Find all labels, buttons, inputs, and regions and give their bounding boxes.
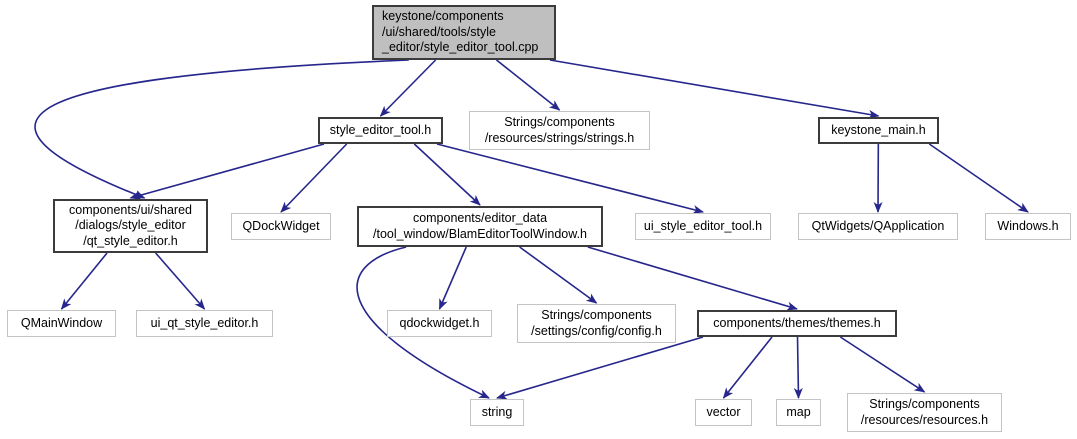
edge-themes_h-to-map bbox=[793, 336, 803, 399]
edge-blameditortoolwindow_h-to-config_h bbox=[519, 246, 598, 304]
edge-style_editor_tool_h-to-qdockwidget_cap bbox=[280, 143, 348, 213]
edge-themes_h-to-vector bbox=[722, 336, 773, 399]
graph-node-config_h[interactable]: Strings/components/settings/config/confi… bbox=[517, 304, 676, 343]
graph-node-qdockwidget_cap[interactable]: QDockWidget bbox=[231, 213, 331, 240]
node-label-line: /settings/config/config.h bbox=[531, 323, 662, 338]
node-label-line: keystone_main.h bbox=[831, 122, 926, 137]
graph-node-strings_h[interactable]: Strings/components/resources/strings/str… bbox=[469, 111, 650, 150]
graph-node-map[interactable]: map bbox=[776, 399, 821, 426]
node-label-line: components/themes/themes.h bbox=[713, 315, 881, 330]
graph-node-themes_h[interactable]: components/themes/themes.h bbox=[697, 310, 897, 337]
graph-node-qtwidgets_qapplication[interactable]: QtWidgets/QApplication bbox=[798, 213, 958, 240]
node-label-line: keystone/components bbox=[382, 9, 504, 24]
graph-node-qdockwidget_h[interactable]: qdockwidget.h bbox=[387, 310, 492, 337]
node-label-line: /qt_style_editor.h bbox=[83, 233, 178, 248]
graph-node-keystone_main_h[interactable]: keystone_main.h bbox=[818, 117, 939, 144]
node-label-line: components/ui/shared bbox=[69, 202, 192, 217]
node-label-line: /resources/resources.h bbox=[860, 412, 989, 427]
node-label-line: components/editor_data bbox=[412, 211, 548, 225]
node-label-line: Strings/components bbox=[541, 308, 652, 322]
node-label-line: Strings/components bbox=[504, 115, 615, 129]
graph-node-blameditortoolwindow_h[interactable]: components/editor_data/tool_window/BlamE… bbox=[357, 206, 603, 247]
edge-qt_style_editor_h-to-ui_qt_style_editor_h bbox=[155, 252, 206, 310]
node-label-line: qdockwidget.h bbox=[399, 315, 480, 330]
graph-node-qmainwindow[interactable]: QMainWindow bbox=[7, 310, 116, 337]
graph-node-qt_style_editor_h[interactable]: components/ui/shared/dialogs/style_edito… bbox=[53, 199, 208, 253]
edge-root-to-strings_h bbox=[495, 59, 561, 111]
node-label-line: /tool_window/BlamEditorToolWindow.h bbox=[373, 226, 587, 241]
graph-node-vector[interactable]: vector bbox=[695, 399, 752, 426]
graph-node-ui_qt_style_editor_h[interactable]: ui_qt_style_editor.h bbox=[136, 310, 273, 337]
graph-node-string[interactable]: string bbox=[470, 399, 524, 426]
edge-themes_h-to-string bbox=[496, 336, 704, 400]
graph-node-resources_h[interactable]: Strings/components/resources/resources.h bbox=[847, 393, 1002, 432]
node-label-line: QMainWindow bbox=[20, 315, 103, 330]
node-label-line: _editor/style_editor_tool.cpp bbox=[382, 40, 539, 55]
node-label-line: style_editor_tool.h bbox=[329, 122, 432, 137]
graph-node-root[interactable]: keystone/components/ui/shared/tools/styl… bbox=[372, 5, 556, 60]
edge-style_editor_tool_h-to-ui_style_editor_tool_h bbox=[436, 143, 704, 214]
edge-blameditortoolwindow_h-to-qdockwidget_h bbox=[438, 246, 467, 310]
node-label-line: /ui/shared/tools/style bbox=[382, 24, 496, 39]
node-label-line: QDockWidget bbox=[242, 218, 320, 233]
graph-node-ui_style_editor_tool_h[interactable]: ui_style_editor_tool.h bbox=[635, 213, 771, 240]
edge-qt_style_editor_h-to-qmainwindow bbox=[60, 252, 108, 310]
node-label-line: ui_style_editor_tool.h bbox=[643, 218, 763, 233]
graph-node-windows_h[interactable]: Windows.h bbox=[985, 213, 1071, 240]
node-label-line: /resources/strings/strings.h bbox=[484, 130, 635, 145]
node-label-line: map bbox=[786, 404, 811, 419]
edge-style_editor_tool_h-to-qt_style_editor_h bbox=[129, 143, 325, 200]
edge-themes_h-to-resources_h bbox=[839, 336, 926, 393]
edge-root-to-keystone_main_h bbox=[549, 59, 880, 119]
edge-root-to-style_editor_tool_h bbox=[379, 59, 437, 117]
edge-keystone_main_h-to-windows_h bbox=[928, 143, 1029, 213]
edge-style_editor_tool_h-to-blameditortoolwindow_h bbox=[413, 143, 481, 206]
node-label-line: Windows.h bbox=[997, 218, 1059, 233]
node-label-line: ui_qt_style_editor.h bbox=[150, 315, 259, 330]
graph-node-style_editor_tool_h[interactable]: style_editor_tool.h bbox=[318, 117, 443, 144]
node-label-line: string bbox=[481, 404, 513, 419]
node-label-line: QtWidgets/QApplication bbox=[811, 218, 945, 233]
node-label-line: /dialogs/style_editor bbox=[75, 218, 186, 233]
node-label-line: vector bbox=[706, 404, 741, 419]
node-label-line: Strings/components bbox=[869, 397, 980, 411]
edge-blameditortoolwindow_h-to-themes_h bbox=[587, 246, 798, 311]
